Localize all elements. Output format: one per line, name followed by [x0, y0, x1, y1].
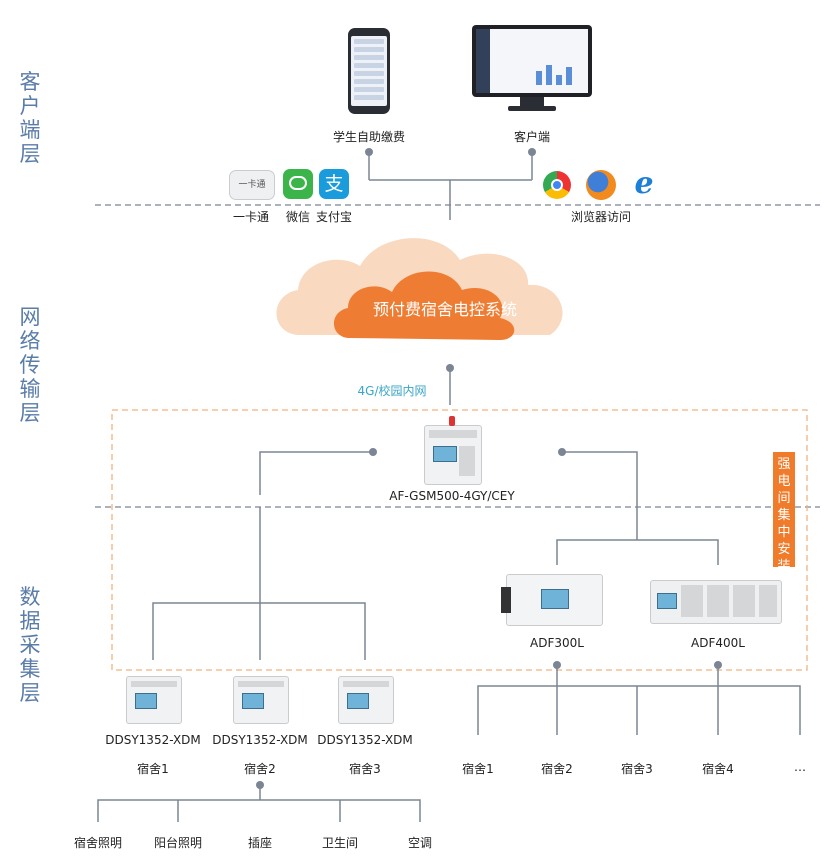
client-layer-label: 客户端层	[19, 70, 41, 166]
install-enclosure	[111, 409, 808, 671]
cloud-label: 预付费宿舍电控系统	[372, 300, 517, 319]
circuit-label: 空调	[407, 836, 433, 850]
wechat-icon	[283, 169, 313, 199]
meter-device	[233, 676, 289, 724]
wechat-label: 微信	[285, 210, 311, 224]
circuit-label: 宿舍照明	[73, 836, 123, 850]
room-label: 宿舍1	[462, 762, 494, 776]
ie-icon: e	[634, 166, 654, 201]
install-location-tag: 强电间集中安 装	[773, 452, 795, 574]
circuit-label: 插座	[247, 836, 273, 850]
gateway-device	[424, 416, 482, 485]
meter-model-label: DDSY1352-XDM	[317, 733, 413, 747]
meter-device	[338, 676, 394, 724]
install-tag-char: 装	[777, 559, 791, 574]
meter-model-label: DDSY1352-XDM	[105, 733, 201, 747]
cloud-icon	[276, 238, 563, 340]
monitor-stand	[520, 97, 544, 107]
firefox-icon	[586, 170, 616, 200]
room-label: 宿舍3	[349, 762, 381, 776]
alipay-label: 支付宝	[315, 210, 353, 224]
circuit-label: 阳台照明	[153, 836, 203, 850]
phone-label: 学生自助缴费	[332, 130, 406, 144]
card-label: 一卡通	[232, 210, 270, 224]
campus-card-icon: 一卡通	[229, 170, 275, 200]
room-label: 宿舍2	[244, 762, 276, 776]
adf400l-label: ADF400L	[691, 636, 745, 650]
room-ellipsis: …	[794, 760, 806, 774]
pc-label: 客户端	[513, 130, 551, 144]
monitor-icon	[472, 25, 592, 97]
circuit-label: 卫生间	[321, 836, 359, 850]
room-label: 宿舍2	[541, 762, 573, 776]
network-link-label: 4G/校园内网	[357, 384, 427, 398]
adf300l-label: ADF300L	[530, 636, 584, 650]
adf400l-device	[650, 580, 782, 624]
smartphone-icon	[348, 28, 390, 114]
room-label: 宿舍3	[621, 762, 653, 776]
monitor-base	[508, 106, 556, 111]
alipay-icon: 支	[319, 169, 349, 199]
chrome-icon	[543, 171, 571, 199]
meter-model-label: DDSY1352-XDM	[212, 733, 308, 747]
gateway-model-label: AF-GSM500-4GY/CEY	[389, 489, 515, 503]
meter-device	[126, 676, 182, 724]
browser-label: 浏览器访问	[570, 210, 632, 224]
data-layer-label: 数据采集层	[19, 585, 41, 705]
room-label: 宿舍1	[137, 762, 169, 776]
room-label: 宿舍4	[702, 762, 734, 776]
network-layer-label: 网络传输层	[19, 305, 41, 425]
adf300l-device	[501, 574, 603, 626]
